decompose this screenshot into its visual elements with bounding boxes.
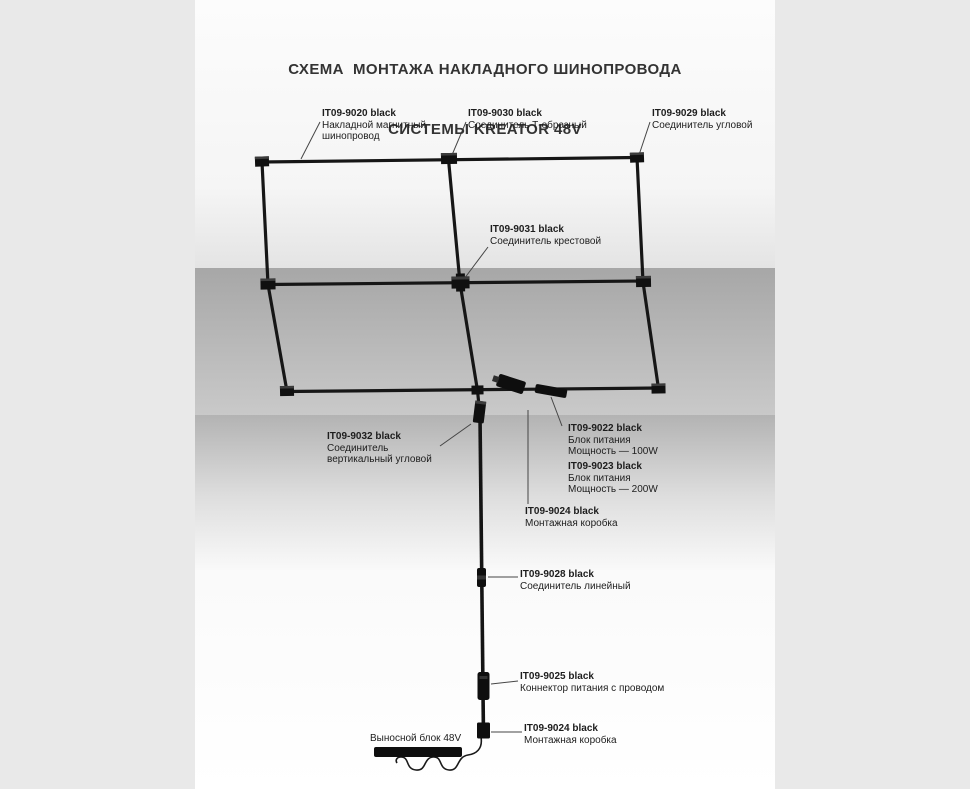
page-title: СХЕМА МОНТАЖА НАКЛАДНОГО ШИНОПРОВОДА СИС…: [195, 20, 775, 180]
label-remote-block: Выносной блок 48V: [370, 733, 461, 745]
label-code: IT09-9024 black: [525, 506, 599, 517]
label-desc: Мощность — 200W: [568, 484, 658, 495]
corner-connector-bottom-left: [279, 385, 295, 397]
label-desc: Монтажная коробка: [525, 517, 618, 529]
label-desc: Соединитель крестовой: [490, 235, 602, 247]
label-desc: Блок питания: [568, 434, 631, 446]
diagram-panel: [195, 0, 775, 789]
ceiling-background: [195, 0, 775, 268]
label-desc: Коннектор питания с проводом: [520, 682, 665, 694]
label-code: IT09-9023 black: [568, 461, 642, 472]
track-depth-left: [260, 161, 289, 392]
corner-connector-bottom-right: [651, 383, 666, 394]
corner-connector-top-left: [254, 156, 270, 167]
label-power-connector: IT09-9025 black Коннектор питания с пров…: [520, 671, 664, 694]
label-desc: Соединитель линейный: [520, 580, 631, 592]
wall-components: [374, 374, 568, 757]
label-code: IT09-9028 black: [520, 569, 594, 580]
label-desc: вертикальный угловой: [327, 454, 432, 465]
label-desc: Монтажная коробка: [524, 734, 617, 746]
linear-connector-unit: [477, 568, 486, 587]
label-desc: Накладной магнитный: [322, 119, 427, 131]
label-t-connector: IT09-9030 black Соединитель Т-образный: [468, 108, 587, 131]
label-corner-connector: IT09-9029 black Соединитель угловой: [652, 108, 752, 131]
label-desc: шинопровод: [322, 131, 380, 142]
label-linear-connector: IT09-9028 black Соединитель линейный: [520, 569, 631, 592]
label-psu-100: IT09-9022 black Блок питания Мощность — …: [568, 423, 658, 458]
label-mounting-box-top: IT09-9024 black Монтажная коробка: [525, 506, 618, 529]
label-code: IT09-9025 black: [520, 671, 594, 682]
label-code: IT09-9031 black: [490, 224, 564, 235]
t-connector-top: [440, 152, 458, 165]
junction-bottom-middle: [471, 385, 484, 395]
page-title-line2: СИСТЕМЫ KREATOR 48V: [388, 121, 582, 138]
psu-200w-unit: [534, 384, 568, 398]
page-title-line1: СХЕМА МОНТАЖА НАКЛАДНОГО ШИНОПРОВОДА: [288, 61, 682, 78]
leader-lines: [300, 121, 651, 733]
label-track: IT09-9020 black Накладной магнитный шино…: [322, 108, 426, 143]
corner-connector-top-right: [629, 152, 645, 163]
label-cross-connector: IT09-9031 black Соединитель крестовой: [490, 224, 601, 247]
track-depth-right: [635, 157, 661, 389]
label-desc: Соединитель: [327, 442, 389, 454]
label-mounting-box-bottom: IT09-9024 black Монтажная коробка: [524, 723, 617, 746]
cross-connector: [451, 273, 470, 292]
label-desc: Выносной блок 48V: [370, 733, 462, 744]
label-vertical-corner-connector: IT09-9032 black Соединитель вертикальный…: [327, 431, 432, 466]
label-code: IT09-9030 black: [468, 108, 542, 119]
t-connector-left: [260, 278, 276, 290]
label-desc: Блок питания: [568, 472, 631, 484]
connectors: [254, 152, 666, 424]
label-code: IT09-9020 black: [322, 108, 396, 119]
psu-100w-unit: [492, 374, 526, 394]
power-connector-unit: [477, 672, 490, 700]
label-code: IT09-9032 black: [327, 431, 401, 442]
label-desc: Соединитель угловой: [652, 119, 753, 131]
label-code: IT09-9022 black: [568, 423, 642, 434]
t-connector-right: [635, 275, 652, 288]
label-desc: Соединитель Т-образный: [468, 119, 587, 131]
label-code: IT09-9024 black: [524, 723, 598, 734]
label-code: IT09-9029 black: [652, 108, 726, 119]
vertical-corner-connector: [472, 400, 487, 424]
remote-block-unit: [374, 747, 462, 757]
label-desc: Мощность — 100W: [568, 446, 658, 457]
mounting-box-unit: [477, 722, 490, 739]
label-psu-200: IT09-9023 black Блок питания Мощность — …: [568, 461, 658, 496]
